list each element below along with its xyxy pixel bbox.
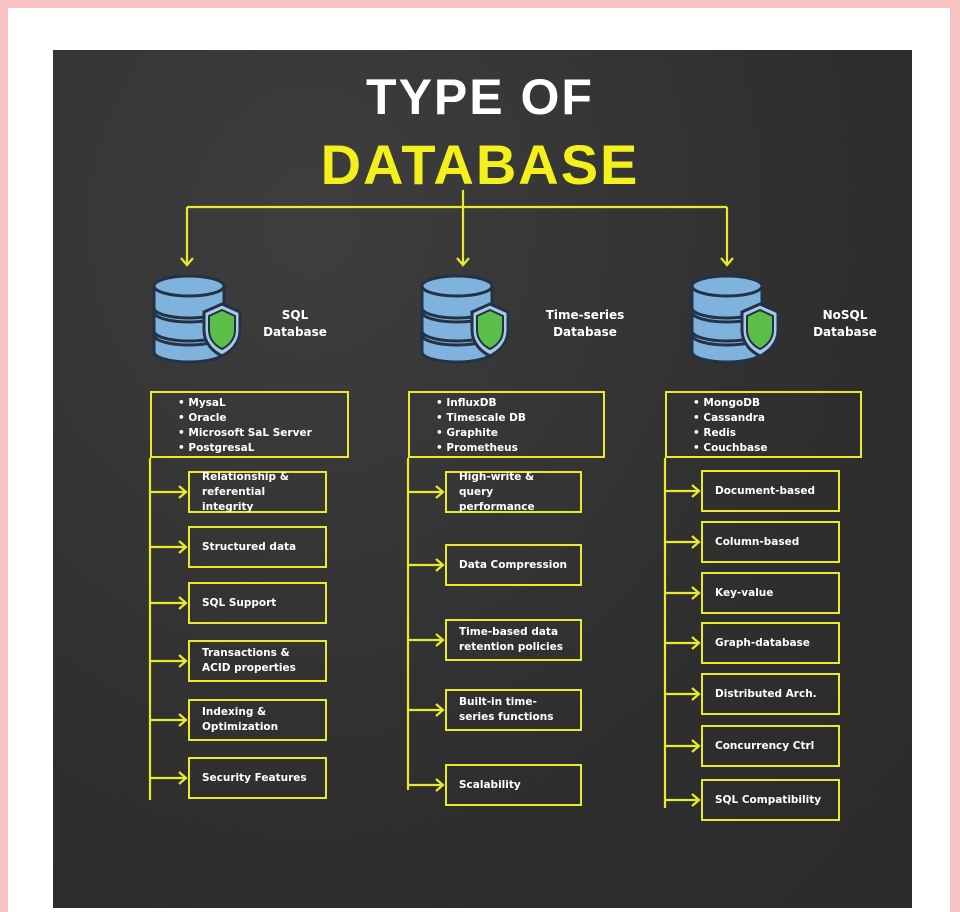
arrow-head-icon xyxy=(178,654,188,668)
feature-text: Transactions & ACID properties xyxy=(202,647,296,674)
feature-text: Key-value xyxy=(715,586,774,599)
feature-text: Indexing & Optimization xyxy=(202,706,279,733)
examples-box: MysaL OracleMicrosoft SaL ServerPostgresa… xyxy=(150,391,349,458)
example-item: InfluxDB xyxy=(436,396,603,411)
feature-box: Indexing & Optimization xyxy=(188,699,327,741)
feature-box: Built-in time-series functions xyxy=(445,689,582,731)
example-text: MongoDB xyxy=(703,397,760,409)
arrow-head-icon xyxy=(456,257,470,267)
arrow-head-icon xyxy=(691,535,701,549)
arrow-head-icon xyxy=(178,540,188,554)
example-item: PostgresaL xyxy=(178,441,347,456)
feature-box: Distributed Arch. xyxy=(701,673,840,715)
arrow-head-icon xyxy=(435,633,445,647)
example-item: MongoDB xyxy=(693,396,860,411)
example-text: Timescale DB xyxy=(446,412,526,424)
feature-text: Concurrency Ctrl xyxy=(715,739,815,752)
feature-text: SQL Support xyxy=(202,596,277,609)
example-item: Timescale DB xyxy=(436,411,603,426)
example-item: Couchbase xyxy=(693,441,860,456)
arrow-head-icon xyxy=(435,558,445,572)
feature-text: Security Features xyxy=(202,771,307,784)
example-text: Couchbase xyxy=(703,442,768,454)
example-item: MysaL xyxy=(178,396,347,411)
title-line-2: DATABASE xyxy=(320,133,640,196)
example-item: Cassandra xyxy=(693,411,860,426)
feature-text: Column-based xyxy=(715,535,800,548)
feature-box: Scalability xyxy=(445,764,582,806)
arrow-head-icon xyxy=(435,703,445,717)
column-label: NoSQL Database xyxy=(813,308,877,339)
feature-box: Concurrency Ctrl xyxy=(701,725,840,767)
database-shield-icon xyxy=(690,274,790,370)
feature-text: Scalability xyxy=(459,778,521,791)
feature-box: Graph-database xyxy=(701,622,840,664)
column-label: Time-series Database xyxy=(545,308,625,339)
feature-text: Built-in time-series functions xyxy=(459,696,554,723)
feature-box: SQL Support xyxy=(188,582,327,624)
feature-text: High-write & query performance xyxy=(459,470,535,513)
feature-box: SQL Compatibility xyxy=(701,779,840,821)
example-text: PostgresaL xyxy=(188,442,255,454)
example-text: Oracle xyxy=(188,412,227,424)
example-text: Redis xyxy=(703,427,736,439)
examples-box: MongoDB CassandraRedisCouchbase xyxy=(665,391,862,458)
feature-box: High-write & query performance xyxy=(445,471,582,513)
feature-text: SQL Compatibility xyxy=(715,793,822,806)
arrow-head-icon xyxy=(691,687,701,701)
feature-box: Structured data xyxy=(188,526,327,568)
example-text: Graphite xyxy=(446,427,498,439)
arrow-head-icon xyxy=(178,596,188,610)
example-text: Prometheus xyxy=(446,442,518,454)
arrow-head-icon xyxy=(691,586,701,600)
feature-text: Relationship & referential integrity xyxy=(202,470,289,513)
title-line-1: TYPE OF xyxy=(366,69,594,125)
example-item: Redis xyxy=(693,426,860,441)
example-item: Graphite xyxy=(436,426,603,441)
database-shield-icon xyxy=(420,274,520,370)
feature-box: Data Compression xyxy=(445,544,582,586)
arrow-head-icon xyxy=(691,739,701,753)
feature-box: Document-based xyxy=(701,470,840,512)
feature-text: Document-based xyxy=(715,484,816,497)
arrow-head-icon xyxy=(178,771,188,785)
column-label: SQL Database xyxy=(263,308,327,339)
feature-box: Key-value xyxy=(701,572,840,614)
arrow-head-icon xyxy=(178,713,188,727)
feature-text: Data Compression xyxy=(459,558,568,571)
feature-text: Graph-database xyxy=(715,636,810,649)
example-text: Cassandra xyxy=(703,412,766,424)
examples-box: InfluxDB Timescale DB GraphitePrometheus xyxy=(408,391,605,458)
feature-box: Relationship & referential integrity xyxy=(188,471,327,513)
arrow-head-icon xyxy=(720,257,734,267)
feature-box: Column-based xyxy=(701,521,840,563)
feature-text: Structured data xyxy=(202,540,297,553)
arrow-head-icon xyxy=(435,485,445,499)
example-item: Oracle xyxy=(178,411,347,426)
example-item: Microsoft SaL Server xyxy=(178,426,347,441)
feature-box: Security Features xyxy=(188,757,327,799)
feature-box: Time-based data retention policies xyxy=(445,619,582,661)
database-shield-icon xyxy=(152,274,252,370)
example-text: InfluxDB xyxy=(446,397,497,409)
example-item: Prometheus xyxy=(436,441,603,456)
feature-text: Distributed Arch. xyxy=(715,687,817,700)
feature-box: Transactions & ACID properties xyxy=(188,640,327,682)
arrow-head-icon xyxy=(691,793,701,807)
example-text: MysaL xyxy=(188,397,226,409)
arrow-head-icon xyxy=(178,485,188,499)
feature-text: Time-based data retention policies xyxy=(459,626,564,653)
arrow-head-icon xyxy=(435,778,445,792)
arrow-head-icon xyxy=(691,636,701,650)
arrow-head-icon xyxy=(691,484,701,498)
arrow-head-icon xyxy=(180,257,194,267)
example-text: Microsoft SaL Server xyxy=(188,427,312,439)
